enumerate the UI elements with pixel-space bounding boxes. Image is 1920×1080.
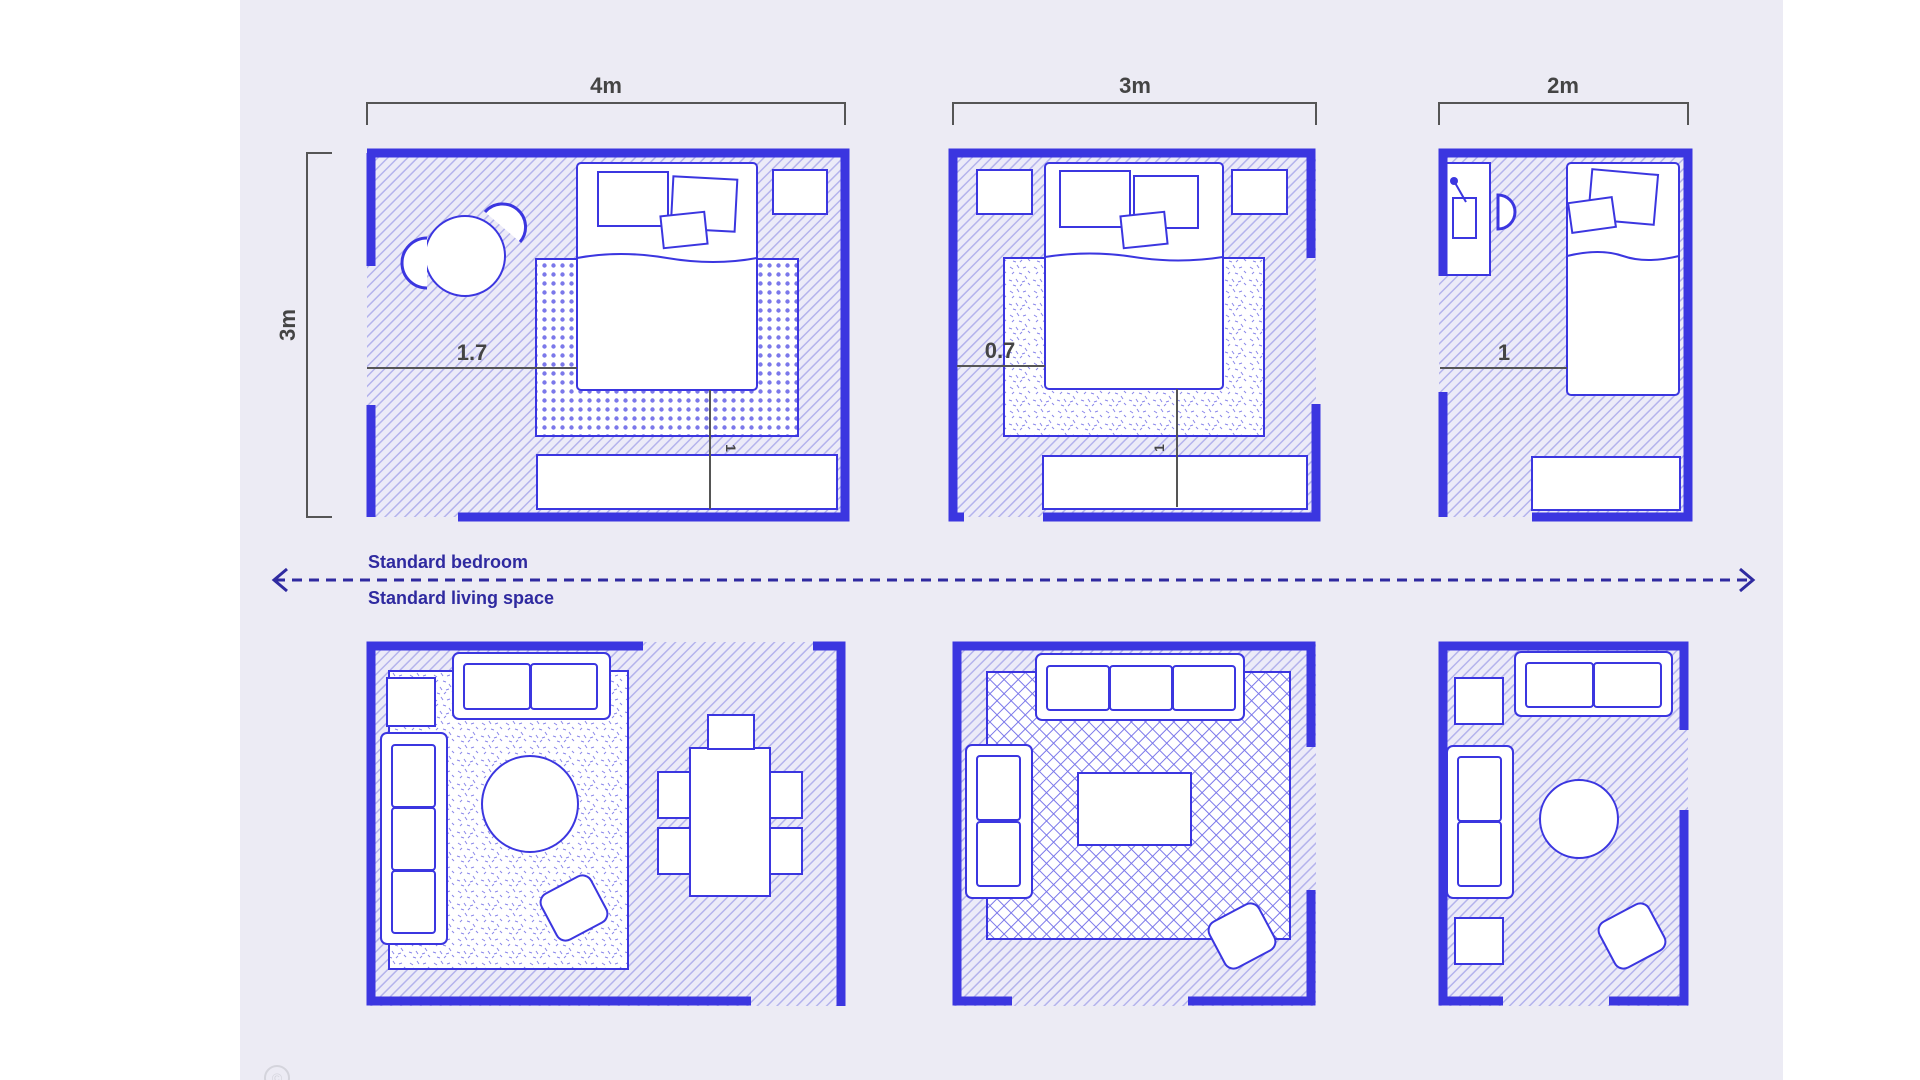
cushion (1566, 195, 1618, 235)
dining-table (689, 747, 771, 897)
cushion (1119, 210, 1169, 250)
clearance-label-bed-foot-2: 1 (1151, 444, 1167, 452)
nightstand (976, 169, 1033, 215)
pillow (1059, 170, 1131, 228)
clearance-label-room2: 0.7 (985, 338, 1016, 363)
clearance-label-room1: 1.7 (457, 340, 488, 365)
row-divider-arrow (271, 567, 1756, 593)
nightstand (772, 169, 828, 215)
label-standard-bedroom: Standard bedroom (368, 552, 528, 572)
label-standard-living-space: Standard living space (368, 588, 554, 608)
dining-chair (707, 714, 755, 750)
clearance-label-bed-foot-1: 1 (723, 444, 739, 452)
wardrobe (1531, 456, 1681, 511)
chair (400, 236, 428, 290)
dimension-width-room2 (952, 102, 1317, 125)
arrow-left-icon (271, 567, 288, 593)
pillow (597, 171, 669, 227)
notebook (1452, 197, 1477, 239)
chair (1496, 193, 1517, 231)
round-coffee-table (481, 755, 579, 853)
copyright-symbol: © (272, 1070, 283, 1080)
side-table (386, 677, 436, 727)
round-table (424, 215, 506, 297)
dimension-label-3m: 3m (1119, 73, 1151, 98)
arrow-right-icon (1739, 567, 1756, 593)
bedroom-2m (1438, 148, 1693, 522)
living-space-4m (366, 641, 846, 1006)
clearance-label-room3: 1 (1498, 340, 1510, 365)
dining-chair (769, 827, 803, 875)
dimension-height (306, 152, 332, 518)
bedroom-3m (948, 148, 1321, 522)
side-table (1454, 677, 1504, 725)
chair (483, 202, 528, 243)
living-space-2m (1438, 641, 1689, 1006)
cushion (659, 210, 709, 250)
nightstand (1231, 169, 1288, 215)
armchair (539, 874, 609, 942)
dimension-width-room1 (366, 102, 846, 125)
copyright-icon (264, 1065, 290, 1080)
rectangular-coffee-table (1077, 772, 1192, 846)
wardrobe (1042, 455, 1308, 510)
living-space-3m (952, 641, 1316, 1006)
dimension-label-4m: 4m (590, 73, 622, 98)
dimension-width-room3 (1438, 102, 1689, 125)
bedroom-4m (366, 148, 850, 522)
armchair (1597, 902, 1667, 970)
side-table (1454, 917, 1504, 965)
dining-chair (769, 771, 803, 819)
armchair (1207, 902, 1277, 970)
dining-chair (657, 771, 691, 819)
dining-chair (657, 827, 691, 875)
dimension-label-height: 3m (275, 309, 300, 341)
wardrobe (536, 454, 838, 510)
round-coffee-table (1539, 779, 1619, 859)
dimension-label-2m: 2m (1547, 73, 1579, 98)
